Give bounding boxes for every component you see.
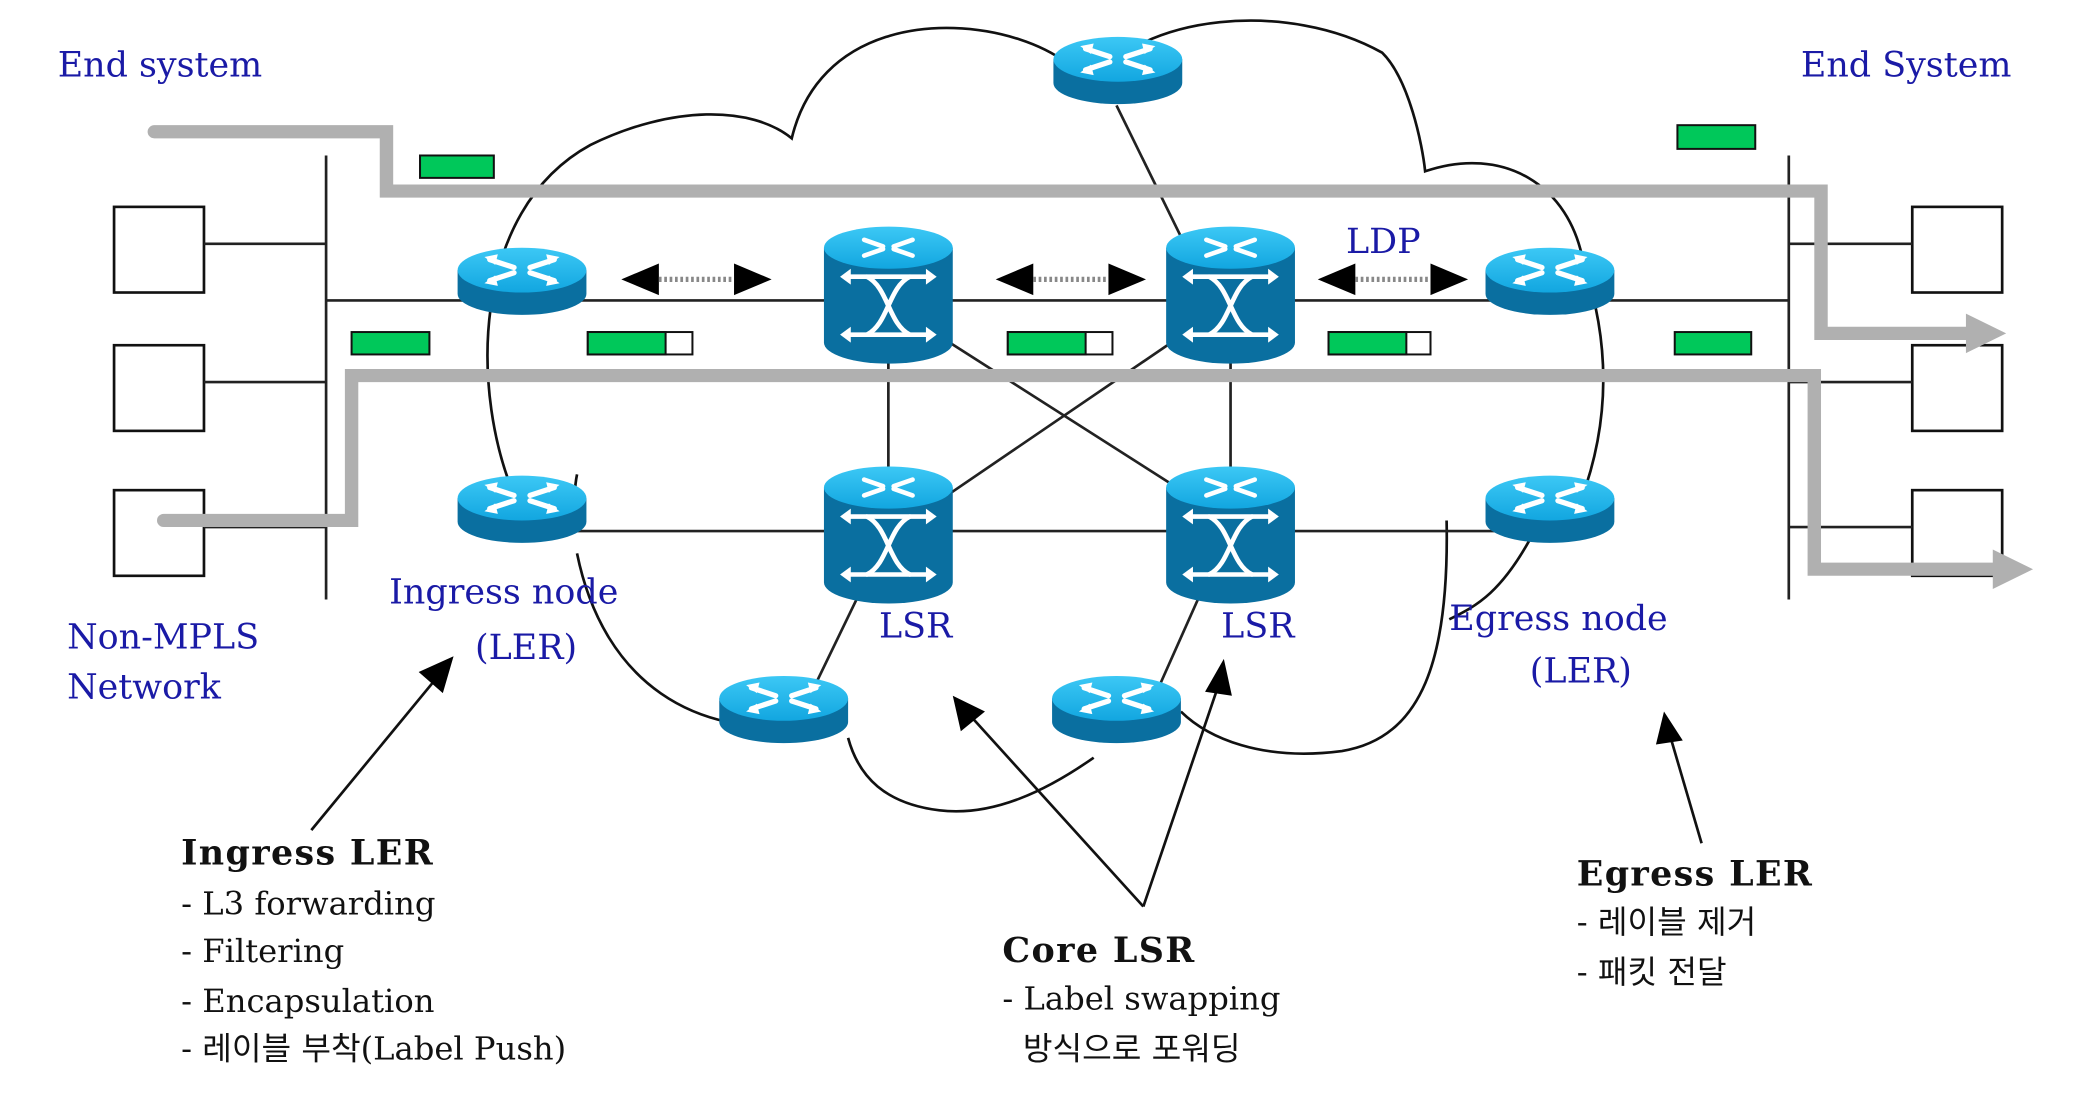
callout-core: [952, 658, 1232, 908]
ingress-ler-description: Ingress LER - L3 forwarding - Filtering …: [181, 834, 566, 1068]
host-box-icon: [1910, 488, 2004, 578]
left-hosts: [112, 205, 327, 578]
ldp-arrow-3: [1318, 264, 1468, 296]
svg-text:- Filtering: - Filtering: [181, 932, 344, 970]
ingress-node-sublabel: (LER): [475, 628, 577, 668]
title-end-system-left: End system: [58, 46, 263, 86]
svg-text:- 패킷 전달: - 패킷 전달: [1577, 953, 1727, 991]
host-box-icon: [112, 488, 206, 578]
host-box-icon: [112, 205, 206, 294]
svg-text:- L3 forwarding: - L3 forwarding: [181, 885, 435, 923]
svg-text:Core LSR: Core LSR: [1002, 931, 1195, 971]
router-icon-bottom-right: [1052, 676, 1181, 743]
link-cross-a: [938, 334, 1182, 492]
svg-text:- 레이블 제거: - 레이블 제거: [1577, 903, 1756, 941]
atm-switch-icon-lsr2-lower: [1166, 466, 1295, 603]
link-top-router: [1115, 104, 1189, 251]
svg-text:- 레이블 부착(Label Push): - 레이블 부착(Label Push): [181, 1030, 566, 1068]
egress-node-label: Egress node: [1449, 599, 1667, 639]
core-lsr-description: Core LSR - Label swapping 방식으로 포워딩: [1002, 931, 1280, 1067]
labeled-packet-icon: [1006, 331, 1114, 356]
mpls-cloud: [486, 19, 1605, 813]
packet-icon: [419, 154, 495, 179]
svg-text:- Encapsulation: - Encapsulation: [181, 982, 434, 1020]
svg-text:Egress LER: Egress LER: [1577, 855, 1813, 895]
router-icon-egress: [1486, 248, 1615, 315]
egress-node-sublabel: (LER): [1530, 652, 1632, 692]
lsp-path-upper: [147, 125, 1980, 340]
lsr-label-2: LSR: [1221, 607, 1295, 647]
link-bottom-left: [810, 585, 865, 693]
svg-text:방식으로 포워딩: 방식으로 포워딩: [1002, 1030, 1240, 1068]
svg-text:- Label swapping: - Label swapping: [1002, 980, 1280, 1018]
router-icon-bottom-left: [719, 676, 848, 743]
right-hosts: [1788, 205, 2004, 578]
atm-switch-icon-lsr1-upper: [824, 227, 953, 364]
link-bottom-right: [1155, 585, 1205, 693]
lsp-arrowhead-upper: [1965, 313, 2007, 354]
non-mpls-label-line1: Non-MPLS: [67, 618, 259, 658]
router-icon-ingress: [458, 248, 587, 315]
packet-icon: [1676, 124, 1757, 150]
router-icon-top: [1053, 37, 1182, 104]
atm-switch-icon-lsr2-upper: [1166, 227, 1295, 364]
ldp-arrow-1: [621, 264, 771, 296]
svg-text:Ingress LER: Ingress LER: [181, 834, 434, 874]
host-box-icon: [112, 343, 206, 433]
link-cross-b: [938, 334, 1182, 502]
lsp-arrowhead-lower: [1992, 549, 2034, 589]
packet-icon: [1673, 331, 1753, 356]
title-end-system-right: End System: [1801, 46, 2012, 86]
callout-ingress: [310, 656, 454, 831]
host-box-icon: [1910, 205, 2004, 294]
ingress-node-label: Ingress node: [389, 573, 618, 613]
ldp-label: LDP: [1346, 222, 1421, 262]
router-icon-ingress-lower: [458, 476, 587, 543]
egress-ler-description: Egress LER - 레이블 제거 - 패킷 전달: [1577, 855, 1813, 991]
packet-icon: [350, 331, 431, 356]
atm-switch-icon-lsr1-lower: [824, 466, 953, 603]
host-box-icon: [1910, 343, 2004, 433]
ldp-arrow-2: [996, 264, 1146, 296]
lsp-path-lower: [157, 368, 2007, 576]
router-icon-egress-lower: [1486, 476, 1615, 543]
lsr-label-1: LSR: [879, 607, 953, 647]
callout-egress: [1655, 711, 1703, 844]
labeled-packet-icon: [586, 331, 694, 356]
labeled-packet-icon: [1327, 331, 1432, 356]
non-mpls-label-line2: Network: [67, 668, 222, 708]
